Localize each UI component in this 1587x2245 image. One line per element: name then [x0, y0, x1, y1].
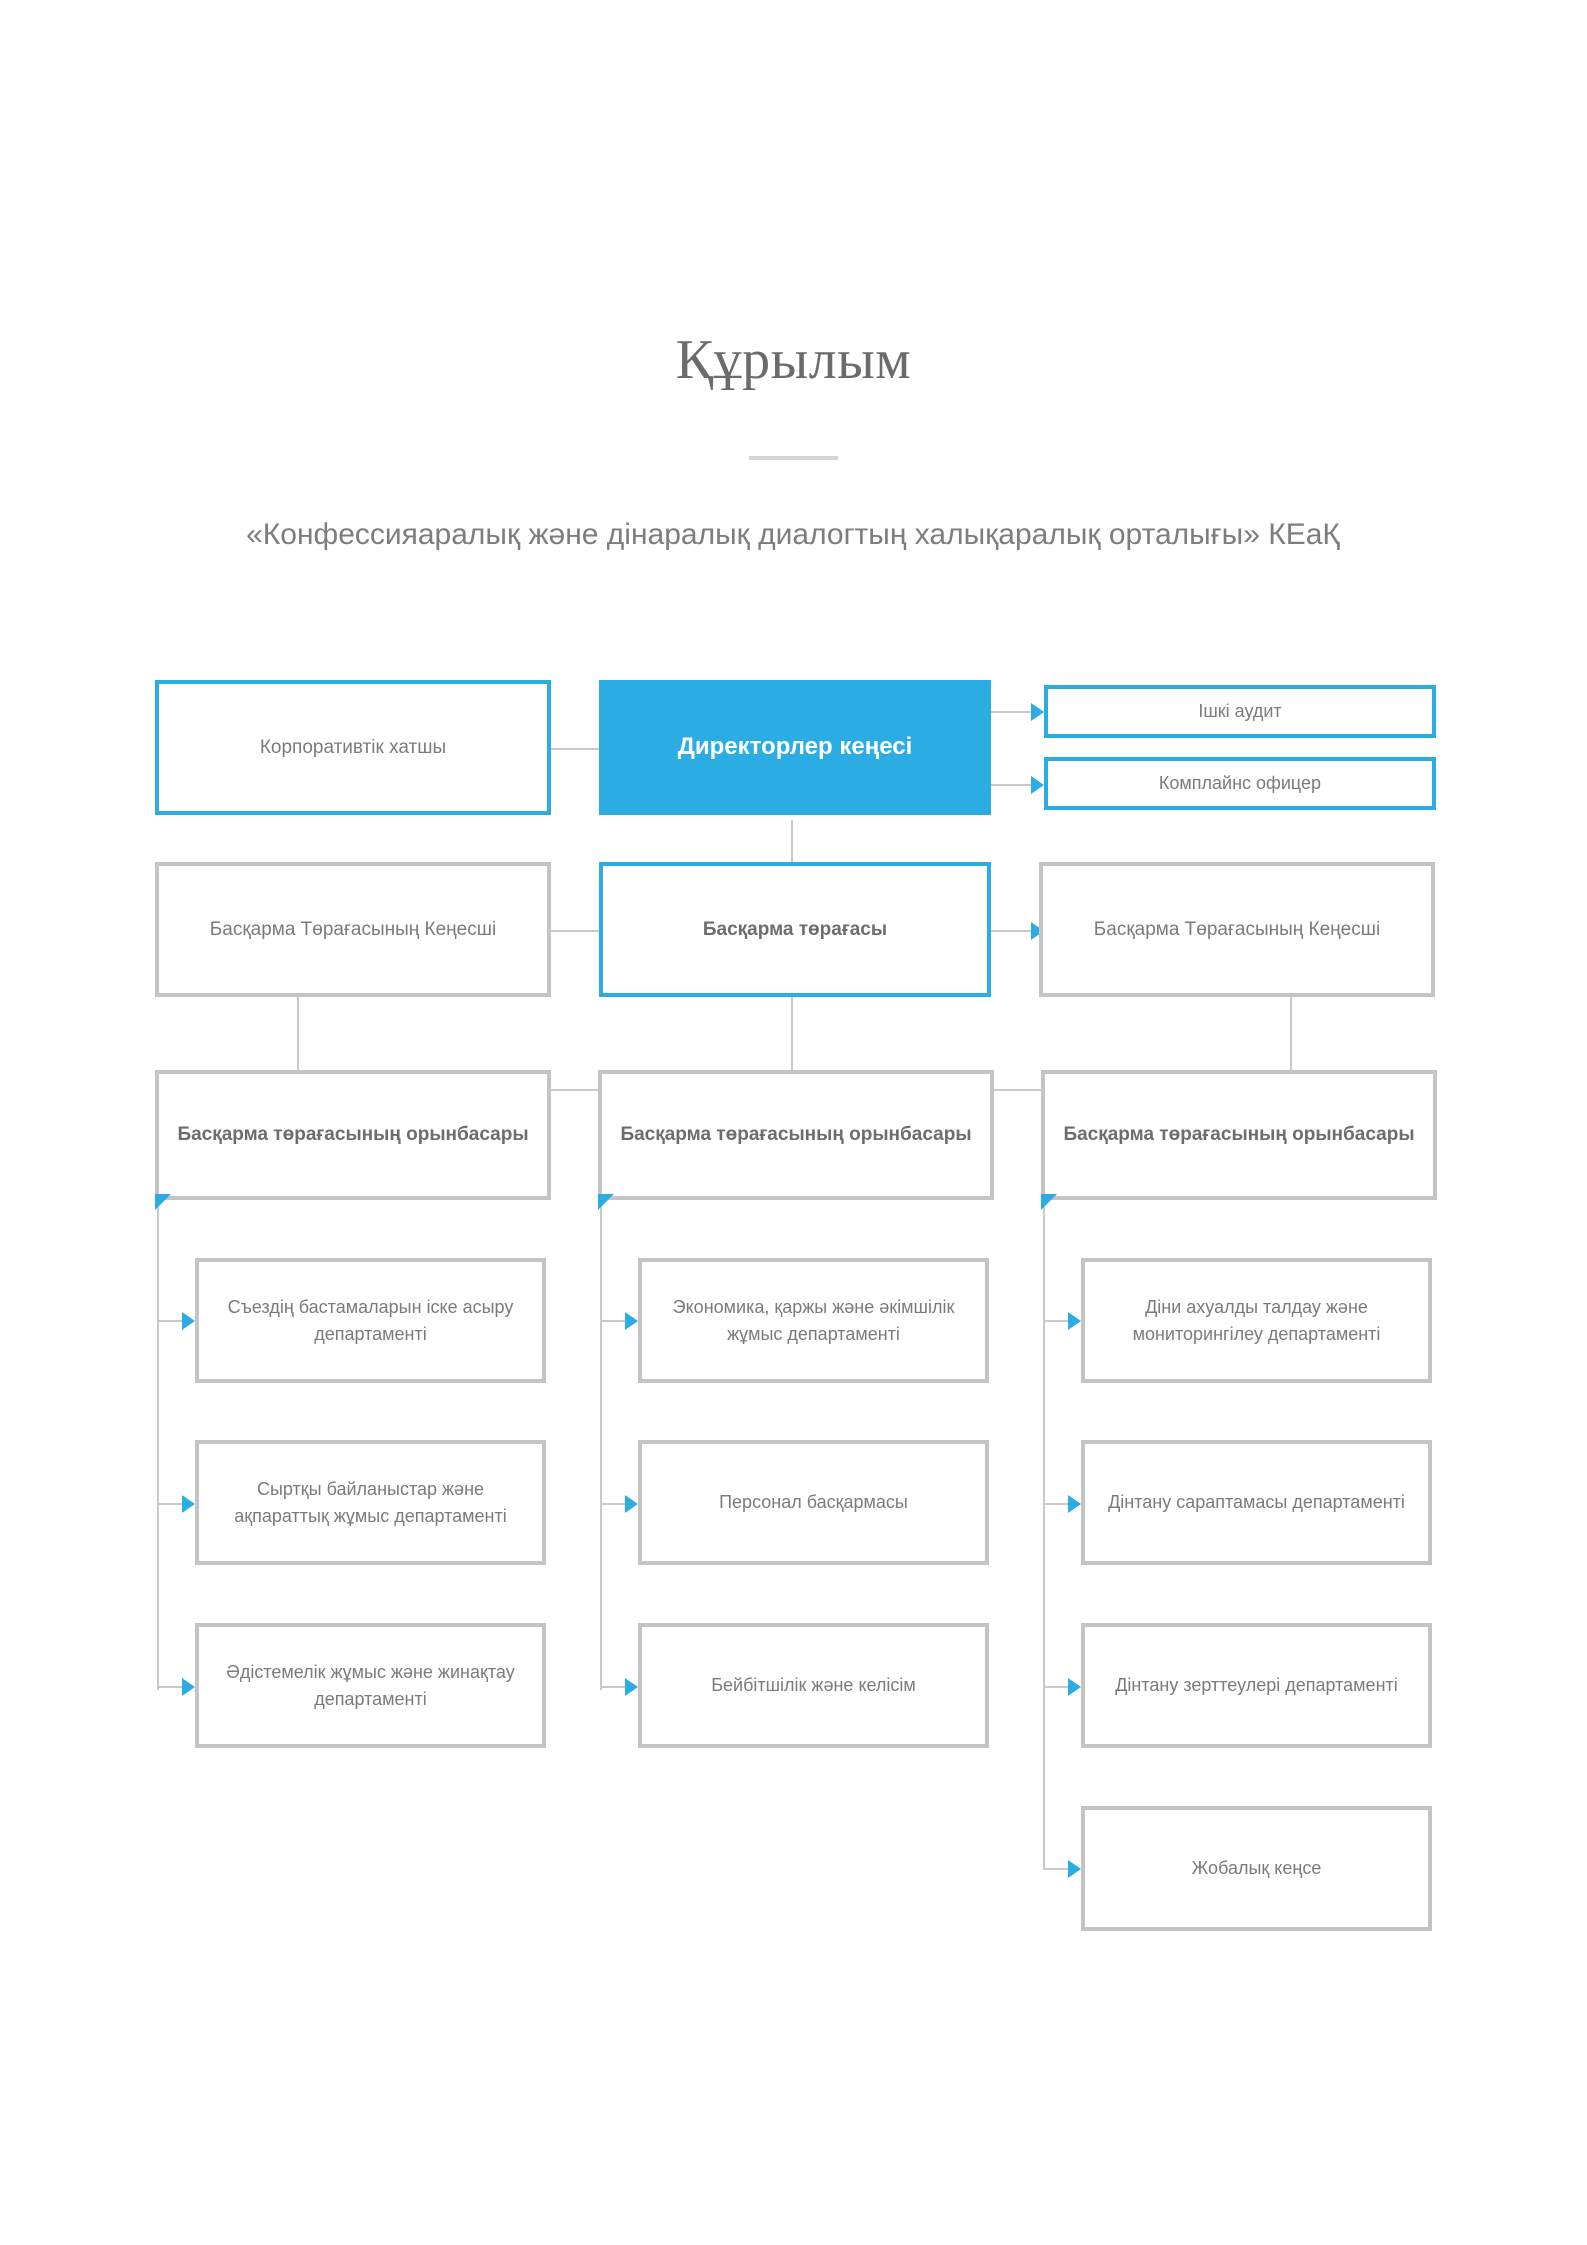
arrow-col2-dept1 [625, 1312, 638, 1330]
node-dept-3-1[interactable]: Діни ахуалды талдау және мониторингілеу … [1081, 1258, 1432, 1383]
arrow-col1-dept3 [182, 1678, 195, 1696]
connector-col1-dept3 [157, 1686, 185, 1688]
arrow-bod-to-compliance [1031, 776, 1044, 794]
connector-bod-to-audit [991, 711, 1035, 713]
arrow-bod-to-audit [1031, 703, 1044, 721]
node-dept-3-4[interactable]: Жобалық кеңсе [1081, 1806, 1432, 1931]
connector-col3-dept2 [1043, 1503, 1071, 1505]
arrow-col3-dept2 [1068, 1495, 1081, 1513]
arrow-col2-dept2 [625, 1495, 638, 1513]
connector-spine-col1 [157, 1200, 159, 1690]
connector-col3-dept4 [1043, 1868, 1071, 1870]
node-dept-2-2[interactable]: Персонал басқармасы [638, 1440, 989, 1565]
connector-chair-to-advisor-left [551, 930, 599, 932]
node-board-chair-advisor-right[interactable]: Басқарма Төрағасының Кеңесші [1039, 862, 1435, 997]
node-dept-3-3[interactable]: Дінтану зерттеулері департаменті [1081, 1623, 1432, 1748]
spine-corner-icon-col3 [1041, 1194, 1057, 1210]
node-corporate-secretary[interactable]: Корпоративтік хатшы [155, 680, 551, 815]
connector-spine-col3 [1043, 1200, 1045, 1870]
node-board-chair-advisor-left[interactable]: Басқарма Төрағасының Кеңесші [155, 862, 551, 997]
connector-col3-dept1 [1043, 1320, 1071, 1322]
node-dept-2-1[interactable]: Экономика, қаржы және әкімшілік жұмыс де… [638, 1258, 989, 1383]
connector-col2-dept1 [600, 1320, 628, 1322]
node-dept-3-2[interactable]: Дінтану сараптамасы департаменті [1081, 1440, 1432, 1565]
connector-bod-to-chair [791, 820, 793, 865]
node-board-chair[interactable]: Басқарма төрағасы [599, 862, 991, 997]
connector-bod-to-compliance [991, 784, 1035, 786]
arrow-col1-dept2 [182, 1495, 195, 1513]
connector-col1-dept2 [157, 1503, 185, 1505]
arrow-col3-dept4 [1068, 1860, 1081, 1878]
page-title: Құрылым [675, 329, 912, 391]
node-dept-1-2[interactable]: Сыртқы байланыстар және ақпараттық жұмыс… [195, 1440, 546, 1565]
node-dept-1-3[interactable]: Әдістемелік жұмыс және жинақтау департам… [195, 1623, 546, 1748]
node-compliance-officer[interactable]: Комплайнс офицер [1044, 757, 1436, 810]
arrow-col1-dept1 [182, 1312, 195, 1330]
node-deputy-2[interactable]: Басқарма төрағасының орынбасары [598, 1070, 994, 1200]
connector-col2-dept2 [600, 1503, 628, 1505]
arrow-col2-dept3 [625, 1678, 638, 1696]
connector-chair-to-advisor-right [991, 930, 1039, 932]
node-dept-1-1[interactable]: Съездің бастамаларын іске асыру департам… [195, 1258, 546, 1383]
node-board-of-directors[interactable]: Директорлер кеңесі [599, 680, 991, 815]
connector-spine-col2 [600, 1200, 602, 1690]
node-dept-2-3[interactable]: Бейбітшілік және келісім [638, 1623, 989, 1748]
title-divider [749, 456, 838, 460]
arrow-col3-dept3 [1068, 1678, 1081, 1696]
spine-corner-icon-col2 [598, 1194, 614, 1210]
node-deputy-1[interactable]: Басқарма төрағасының орынбасары [155, 1070, 551, 1200]
spine-corner-icon-col1 [155, 1194, 171, 1210]
connector-bod-to-secretary [551, 748, 599, 750]
node-deputy-3[interactable]: Басқарма төрағасының орынбасары [1041, 1070, 1437, 1200]
connector-col1-dept1 [157, 1320, 185, 1322]
node-internal-audit[interactable]: Ішкі аудит [1044, 685, 1436, 738]
arrow-col3-dept1 [1068, 1312, 1081, 1330]
connector-col2-dept3 [600, 1686, 628, 1688]
page-subtitle: «Конфессияаралық және дінаралық диалогты… [246, 518, 1340, 551]
connector-col3-dept3 [1043, 1686, 1071, 1688]
